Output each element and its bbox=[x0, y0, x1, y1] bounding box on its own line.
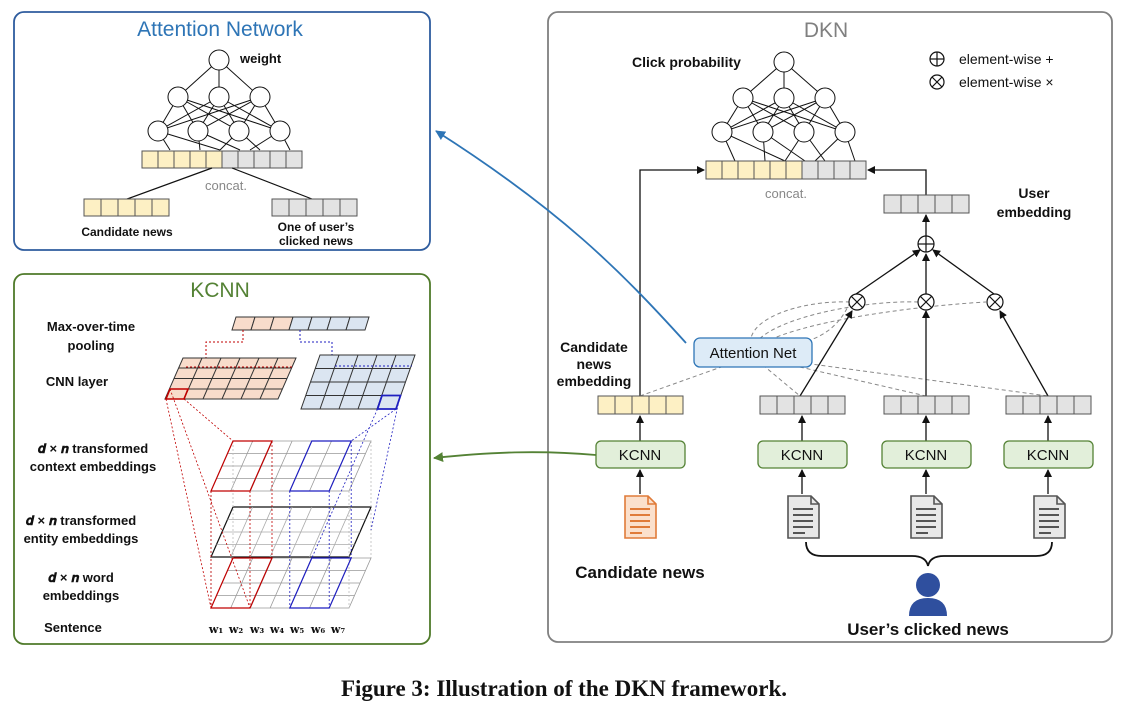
clicked1-to-mult-arrow bbox=[799, 310, 853, 397]
dkn-concat-vector bbox=[705, 160, 867, 180]
clicked-document-icon-1 bbox=[787, 495, 820, 539]
attention-clicked-vector bbox=[271, 198, 358, 217]
attention-clicked-label-1: One of user’s bbox=[278, 220, 355, 234]
user-icon bbox=[909, 573, 947, 616]
attention-concat-vector bbox=[141, 150, 303, 169]
mult3-to-sum-arrow bbox=[932, 249, 995, 295]
candidate-news-label: Candidate news bbox=[575, 563, 704, 582]
candidate-embedding-label-2: news bbox=[576, 356, 611, 372]
multiply-node-3-icon bbox=[986, 293, 1004, 311]
kcnn-box-clicked-3 bbox=[1003, 440, 1094, 469]
attention-candidate-vector bbox=[83, 198, 170, 217]
kcnn-to-panel-arrow bbox=[433, 451, 597, 463]
clicked-news-brace bbox=[805, 541, 1053, 567]
context-label-1: 𝒅 × 𝒏 transformed bbox=[38, 441, 148, 456]
kcnn-panel-title: KCNN bbox=[190, 279, 250, 302]
clicked-embedding-vector-1 bbox=[759, 395, 846, 415]
dkn-framework-diagram: Attention Network weight concat. bbox=[13, 11, 1113, 645]
dkn-panel-title: DKN bbox=[804, 19, 848, 42]
pooling-red-link bbox=[205, 330, 244, 358]
cnn-blue-feature-map bbox=[300, 354, 416, 410]
attention-network-panel: Attention Network weight concat. bbox=[13, 11, 431, 251]
kcnn-label: KCNN bbox=[1027, 447, 1070, 464]
legend-times-label: element-wise × bbox=[959, 74, 1054, 90]
attention-concat-label: concat. bbox=[205, 178, 247, 193]
candidate-embedding-label-1: Candidate bbox=[560, 339, 628, 355]
clicked-document-icon-2 bbox=[910, 495, 943, 539]
word-token: w₁ bbox=[208, 623, 223, 636]
attention-panel-border bbox=[13, 11, 431, 251]
clicked3-to-mult-arrow bbox=[999, 310, 1049, 397]
attention-clicked-link bbox=[231, 167, 313, 200]
sum-node-plus-icon bbox=[917, 235, 935, 253]
cnn-layer-label: CNN layer bbox=[46, 374, 108, 389]
word-label-2: embeddings bbox=[43, 588, 120, 603]
user-embedding-label-2: embedding bbox=[997, 204, 1072, 220]
attention-clicked-label-2: clicked news bbox=[279, 234, 353, 248]
entity-label-2: entity embeddings bbox=[24, 531, 139, 546]
figure-caption: Figure 3: Illustration of the DKN framew… bbox=[340, 676, 788, 701]
attention-candidate-label: Candidate news bbox=[81, 225, 173, 239]
entity-label-1: 𝒅 × 𝒏 transformed bbox=[26, 513, 136, 528]
dkn-mlp bbox=[711, 51, 856, 162]
clicked-document-icon-3 bbox=[1033, 495, 1066, 539]
candidate-document-icon bbox=[624, 495, 657, 539]
attention-net-box bbox=[693, 337, 813, 368]
weight-label: weight bbox=[239, 51, 282, 66]
mult1-to-sum-arrow bbox=[855, 249, 921, 295]
attention-net-to-panel-arrow bbox=[435, 130, 687, 344]
legend-plus-label: element-wise + bbox=[959, 51, 1054, 67]
user-to-concat-arrow bbox=[867, 166, 927, 195]
word-label-1: 𝒅 × 𝒏 word bbox=[48, 570, 114, 585]
user-embedding-label-1: User bbox=[1018, 185, 1050, 201]
kcnn-label: KCNN bbox=[619, 447, 662, 464]
sentence-label: Sentence bbox=[44, 620, 102, 635]
word-token: w₄ bbox=[269, 623, 284, 636]
user-embedding-vector bbox=[883, 194, 970, 214]
multiply-node-1-icon bbox=[848, 293, 866, 311]
legend-plus-icon bbox=[929, 51, 945, 67]
word-token: w₂ bbox=[228, 623, 243, 636]
users-clicked-news-label: User’s clicked news bbox=[847, 620, 1009, 639]
clicked-embedding-vector-3 bbox=[1005, 395, 1092, 415]
pooling-label-1: Max-over-time bbox=[47, 319, 135, 334]
multiply-node-2-icon bbox=[917, 293, 935, 311]
dkn-panel: DKN Click probability element-wise + ele… bbox=[547, 11, 1113, 643]
candidate-embedding-label-3: embedding bbox=[557, 373, 632, 389]
kcnn-label: KCNN bbox=[781, 447, 824, 464]
kcnn-box-clicked-1 bbox=[757, 440, 848, 469]
word-token: w₅ bbox=[289, 623, 304, 636]
word-token: w₆ bbox=[310, 623, 325, 636]
click-probability-label: Click probability bbox=[632, 54, 741, 70]
clicked-embedding-vector-2 bbox=[883, 395, 970, 415]
sentence-words: w₁ w₂ w₃ w₄ w₅ w₆ w₇ bbox=[208, 623, 345, 636]
legend-times-icon bbox=[929, 74, 945, 90]
context-label-2: context embeddings bbox=[30, 459, 156, 474]
pooling-blue-link bbox=[299, 330, 333, 355]
word-token: w₃ bbox=[249, 623, 264, 636]
kcnn-label: KCNN bbox=[905, 447, 948, 464]
attention-candidate-link bbox=[126, 167, 213, 200]
attention-mlp bbox=[147, 49, 291, 151]
kcnn-box-clicked-2 bbox=[881, 440, 972, 469]
dkn-concat-label: concat. bbox=[765, 186, 807, 201]
word-token: w₇ bbox=[330, 623, 345, 636]
kcnn-panel: KCNN Max-over-time pooling CNN layer 𝒅 ×… bbox=[13, 273, 431, 645]
candidate-to-concat-arrow bbox=[639, 166, 705, 396]
embedding-stack bbox=[165, 388, 401, 609]
pooling-label-2: pooling bbox=[68, 338, 115, 353]
candidate-embedding-vector bbox=[597, 395, 684, 415]
attention-panel-title: Attention Network bbox=[137, 18, 303, 41]
pooled-vector bbox=[231, 316, 370, 331]
attention-net-label: Attention Net bbox=[710, 345, 798, 362]
cnn-red-feature-map bbox=[164, 357, 297, 400]
